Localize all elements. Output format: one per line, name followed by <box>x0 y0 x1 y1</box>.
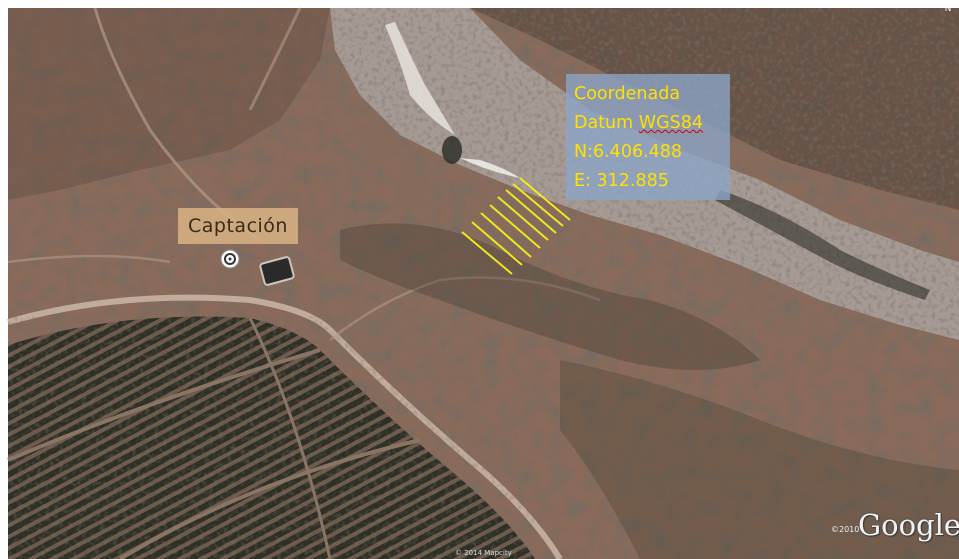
copyright-bottom: © 2014 Mapcity <box>455 549 512 557</box>
coordinates-datum: Datum WGS84 <box>574 113 704 133</box>
coordinates-north: N:6.406.488 <box>574 142 683 162</box>
hatched-zone <box>461 177 571 275</box>
coordinates-east: E: 312.885 <box>574 171 669 191</box>
copyright-left: ©2010 <box>831 525 860 534</box>
coordinates-box: Coordenada Datum WGS84 N:6.406.488 E: 31… <box>566 74 730 200</box>
google-logo: Google <box>858 508 959 542</box>
captacion-label: Captación <box>178 208 298 244</box>
road <box>7 294 563 559</box>
datum-wgs84: WGS84 <box>638 113 704 133</box>
coordinates-title: Coordenada <box>574 84 681 104</box>
compass-icon[interactable]: N <box>944 4 952 14</box>
